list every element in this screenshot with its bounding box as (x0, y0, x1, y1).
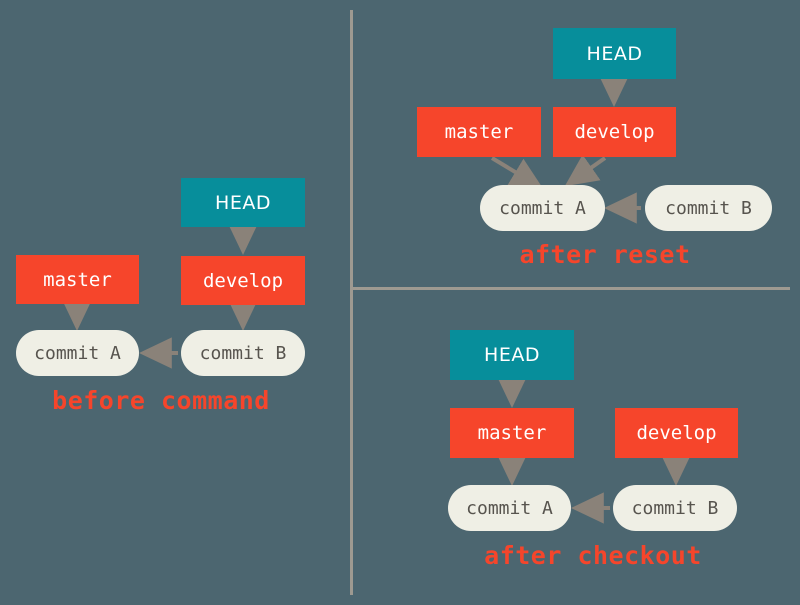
reset-commit-b-node: commit B (645, 185, 772, 231)
checkout-head-node: HEAD (450, 330, 574, 380)
reset-master-node: master (417, 107, 541, 157)
reset-caption: after reset (519, 240, 691, 269)
before-master-node: master (16, 255, 139, 304)
arrow-develop-to-commitA-reset (564, 154, 607, 187)
checkout-develop-node: develop (615, 408, 738, 458)
before-commit-a-node: commit A (16, 330, 139, 376)
checkout-master-node: master (450, 408, 574, 458)
vertical-divider (350, 10, 353, 595)
checkout-caption: after checkout (484, 541, 702, 570)
arrow-master-to-commitA-reset (490, 156, 544, 190)
checkout-commit-a-node: commit A (448, 485, 571, 531)
horizontal-divider (351, 287, 790, 290)
reset-develop-node: develop (553, 107, 676, 157)
reset-head-node: HEAD (553, 28, 676, 79)
before-head-node: HEAD (181, 178, 305, 227)
reset-commit-a-node: commit A (480, 185, 605, 231)
checkout-commit-b-node: commit B (613, 485, 737, 531)
before-develop-node: develop (181, 256, 305, 305)
before-caption: before command (52, 386, 270, 415)
before-commit-b-node: commit B (181, 330, 305, 376)
